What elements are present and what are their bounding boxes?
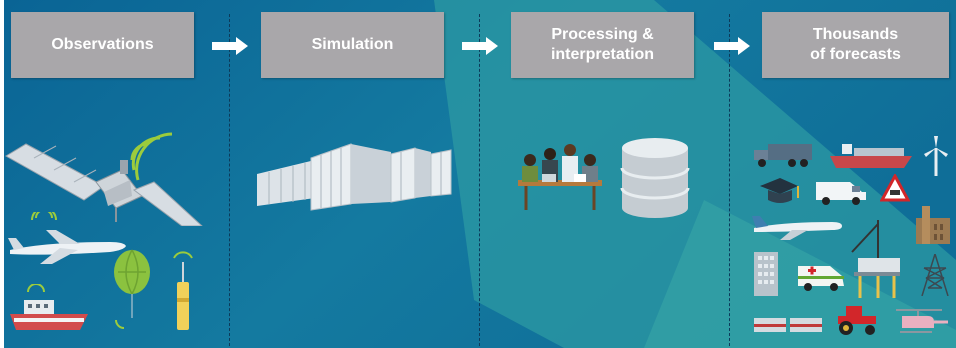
wind-turbine-icon bbox=[924, 136, 948, 176]
step-processing-label: Processing & interpretation bbox=[550, 26, 655, 63]
van-icon bbox=[816, 182, 866, 205]
arrow-right-icon bbox=[212, 37, 248, 55]
supercomputer-icon bbox=[257, 143, 452, 211]
oil-rig-icon bbox=[851, 220, 900, 298]
ambulance-icon bbox=[798, 266, 844, 291]
satellite-icon bbox=[5, 132, 203, 226]
truck-icon bbox=[754, 144, 812, 167]
arrow-right-icon bbox=[462, 37, 498, 55]
road-warning-icon bbox=[880, 174, 910, 202]
step-observations-label: Observations bbox=[51, 36, 154, 53]
team-meeting-icon bbox=[518, 144, 602, 210]
step-processing: Processing & interpretation bbox=[511, 12, 694, 78]
ship-icon bbox=[10, 284, 88, 330]
database-icon bbox=[620, 138, 690, 218]
airliner-icon bbox=[752, 216, 842, 240]
divider-3 bbox=[729, 14, 730, 346]
step-observations: Observations bbox=[11, 12, 194, 78]
step-forecasts: Thousands of forecasts bbox=[762, 12, 949, 78]
cargo-ship-icon bbox=[830, 144, 912, 168]
divider-2 bbox=[479, 14, 480, 346]
building-icon bbox=[754, 252, 778, 296]
step-simulation: Simulation bbox=[261, 12, 444, 78]
divider-1 bbox=[229, 14, 230, 346]
arrow-right-icon bbox=[714, 37, 750, 55]
pylon-icon bbox=[921, 254, 949, 296]
step-forecasts-label: Thousands of forecasts bbox=[810, 26, 901, 63]
helicopter-icon bbox=[896, 309, 948, 333]
parliament-icon bbox=[916, 206, 950, 244]
step-simulation-label: Simulation bbox=[311, 36, 394, 53]
tractor-icon bbox=[838, 306, 876, 335]
buoy-icon bbox=[173, 251, 193, 330]
graduation-cap-icon bbox=[760, 178, 799, 203]
airplane-icon bbox=[8, 212, 126, 264]
weather-balloon-icon bbox=[114, 249, 150, 329]
train-icon bbox=[754, 318, 822, 332]
